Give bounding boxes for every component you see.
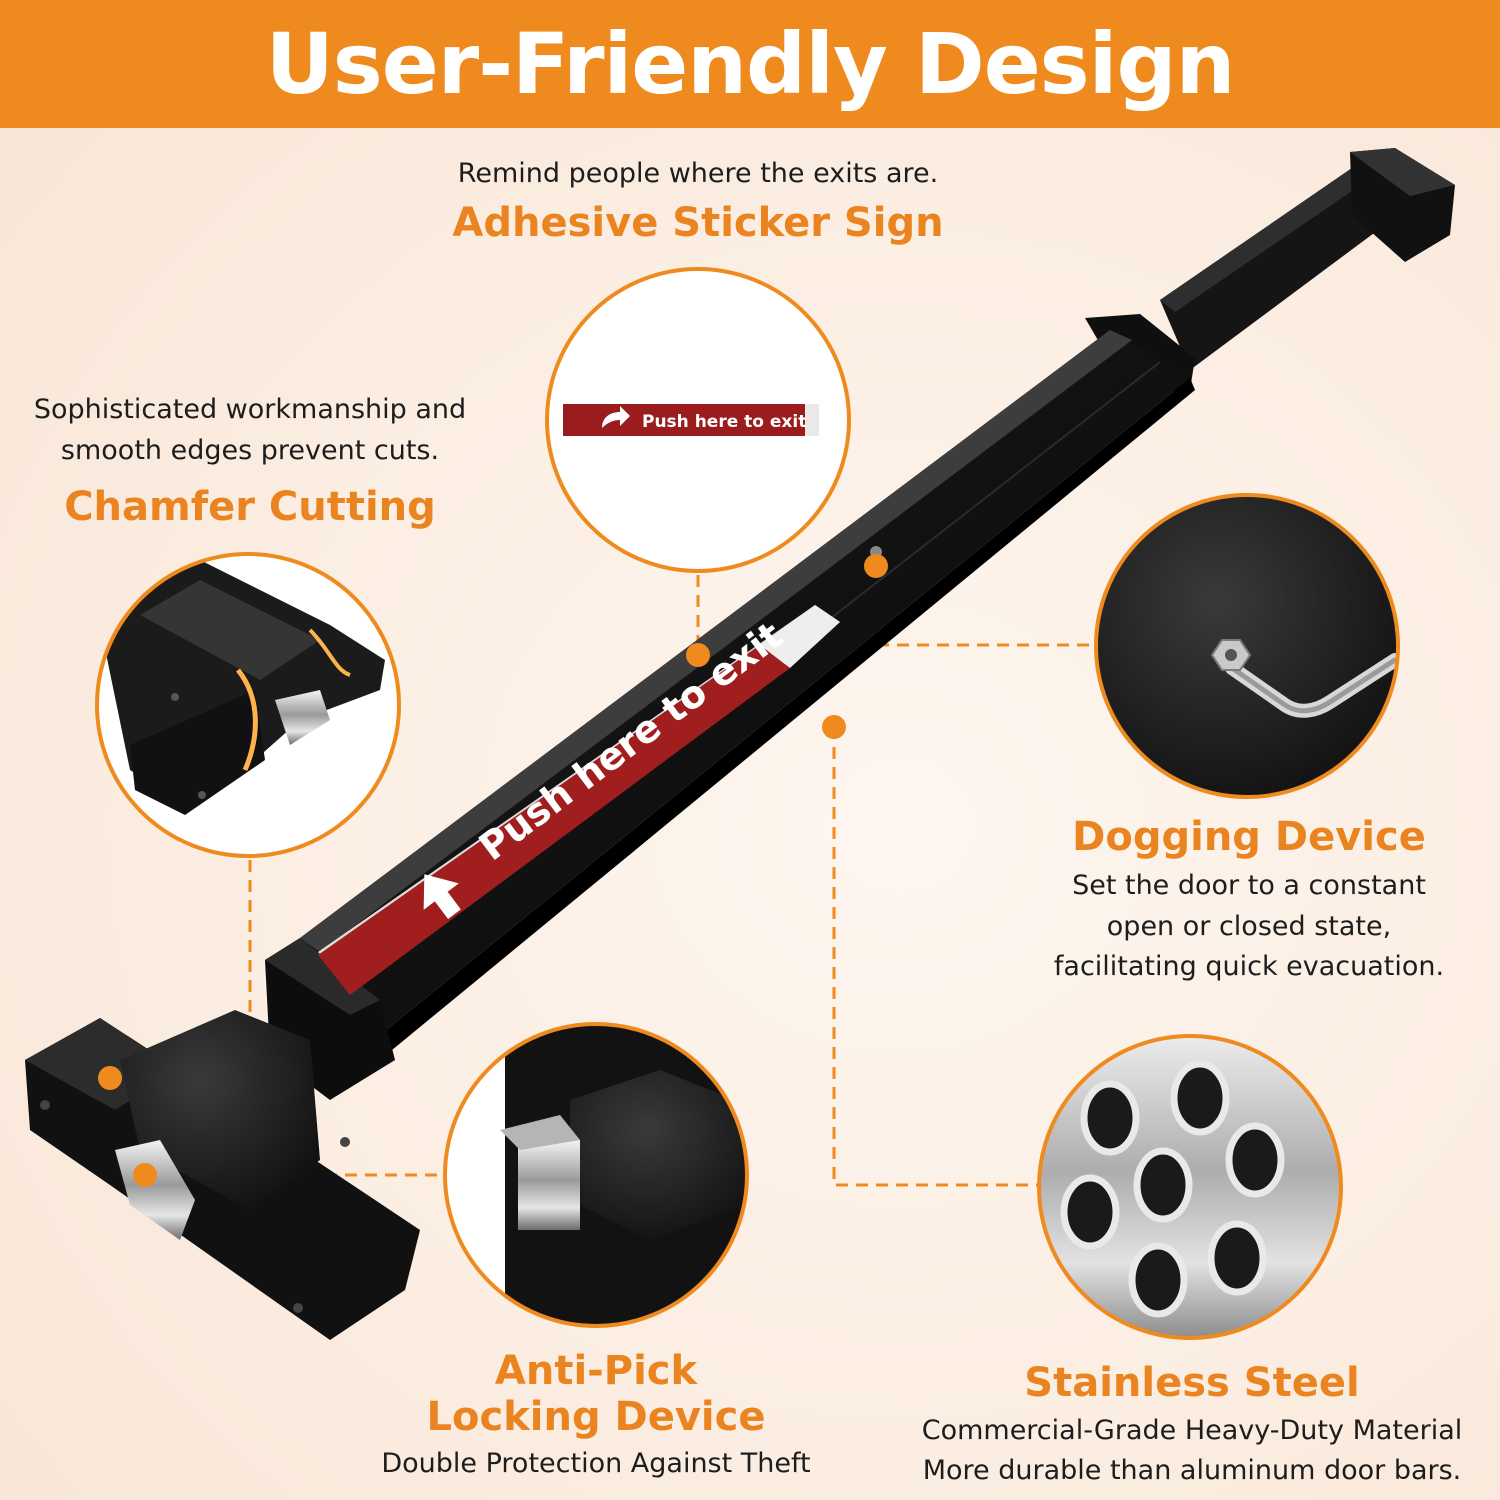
dogging-description-line1: Set the door to a constant [1072,870,1426,901]
steel-description-line1: Commercial-Grade Heavy-Duty Material [921,1415,1463,1446]
sticker-detail-circle: Push here to exit [545,267,851,573]
up-arrow-icon [423,874,461,919]
sticker-heading: Adhesive Sticker Sign [452,200,944,246]
push-bar: Push here to exit [25,148,1455,1340]
steel-heading: Stainless Steel [1024,1360,1360,1406]
detail-sticker-text: Push here to exit [642,412,806,432]
dogging-description-line3: facilitating quick evacuation. [1053,951,1445,982]
sticker-description: Remind people where the exits are. [457,158,939,189]
steel-description-line2: More durable than aluminum door bars. [922,1455,1462,1486]
steel-detail-circle [1037,1034,1343,1340]
antipick-heading-line2: Locking Device [426,1394,766,1440]
tube-bundle-icon [1040,1036,1340,1338]
title-banner: User-Friendly Design [0,0,1500,128]
page-title: User-Friendly Design [265,15,1236,113]
dogging-description-line2: open or closed state, [1106,911,1392,942]
callout-dots [98,554,888,1187]
antipick-heading-line1: Anti-Pick [494,1348,698,1394]
curved-arrow-icon [602,406,630,428]
dogging-heading: Dogging Device [1072,814,1426,860]
chamfer-heading: Chamfer Cutting [64,484,436,530]
antipick-detail-circle [443,1022,749,1328]
dogging-detail-circle [1094,493,1400,799]
chamfer-detail-circle [95,552,401,858]
chamfer-description-line1: Sophisticated workmanship and [33,394,467,425]
chamfer-description-line2: smooth edges prevent cuts. [60,435,440,466]
antipick-description: Double Protection Against Theft [381,1448,811,1479]
